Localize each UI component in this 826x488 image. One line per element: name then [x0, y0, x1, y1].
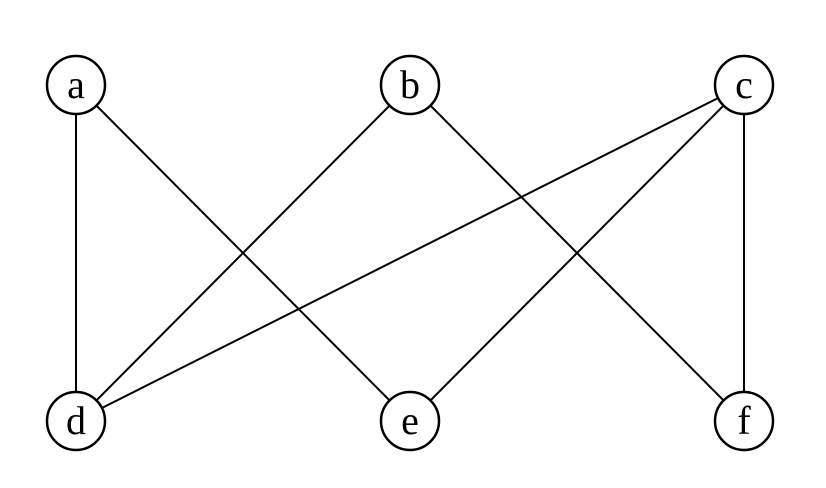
edge-c-d [75, 84, 745, 422]
node-e-circle [379, 390, 441, 452]
node-b-circle [379, 54, 441, 116]
nodes-layer: a b c d e f [45, 54, 775, 452]
node-c-label: c [735, 62, 753, 107]
node-e-label: e [401, 398, 419, 443]
node-a: a [45, 54, 107, 116]
node-e: e [379, 390, 441, 452]
edge-c-e [409, 84, 745, 422]
edges-layer [75, 84, 745, 422]
node-d-label: d [66, 398, 86, 443]
node-c: c [713, 54, 775, 116]
node-a-circle [45, 54, 107, 116]
node-d-circle [45, 390, 107, 452]
edge-b-d [75, 84, 411, 422]
node-a-label: a [67, 62, 85, 107]
node-f-label: f [737, 398, 751, 443]
node-f: f [713, 390, 775, 452]
node-b: b [379, 54, 441, 116]
node-b-label: b [400, 62, 420, 107]
node-c-circle [713, 54, 775, 116]
node-d: d [45, 390, 107, 452]
node-f-circle [713, 390, 775, 452]
